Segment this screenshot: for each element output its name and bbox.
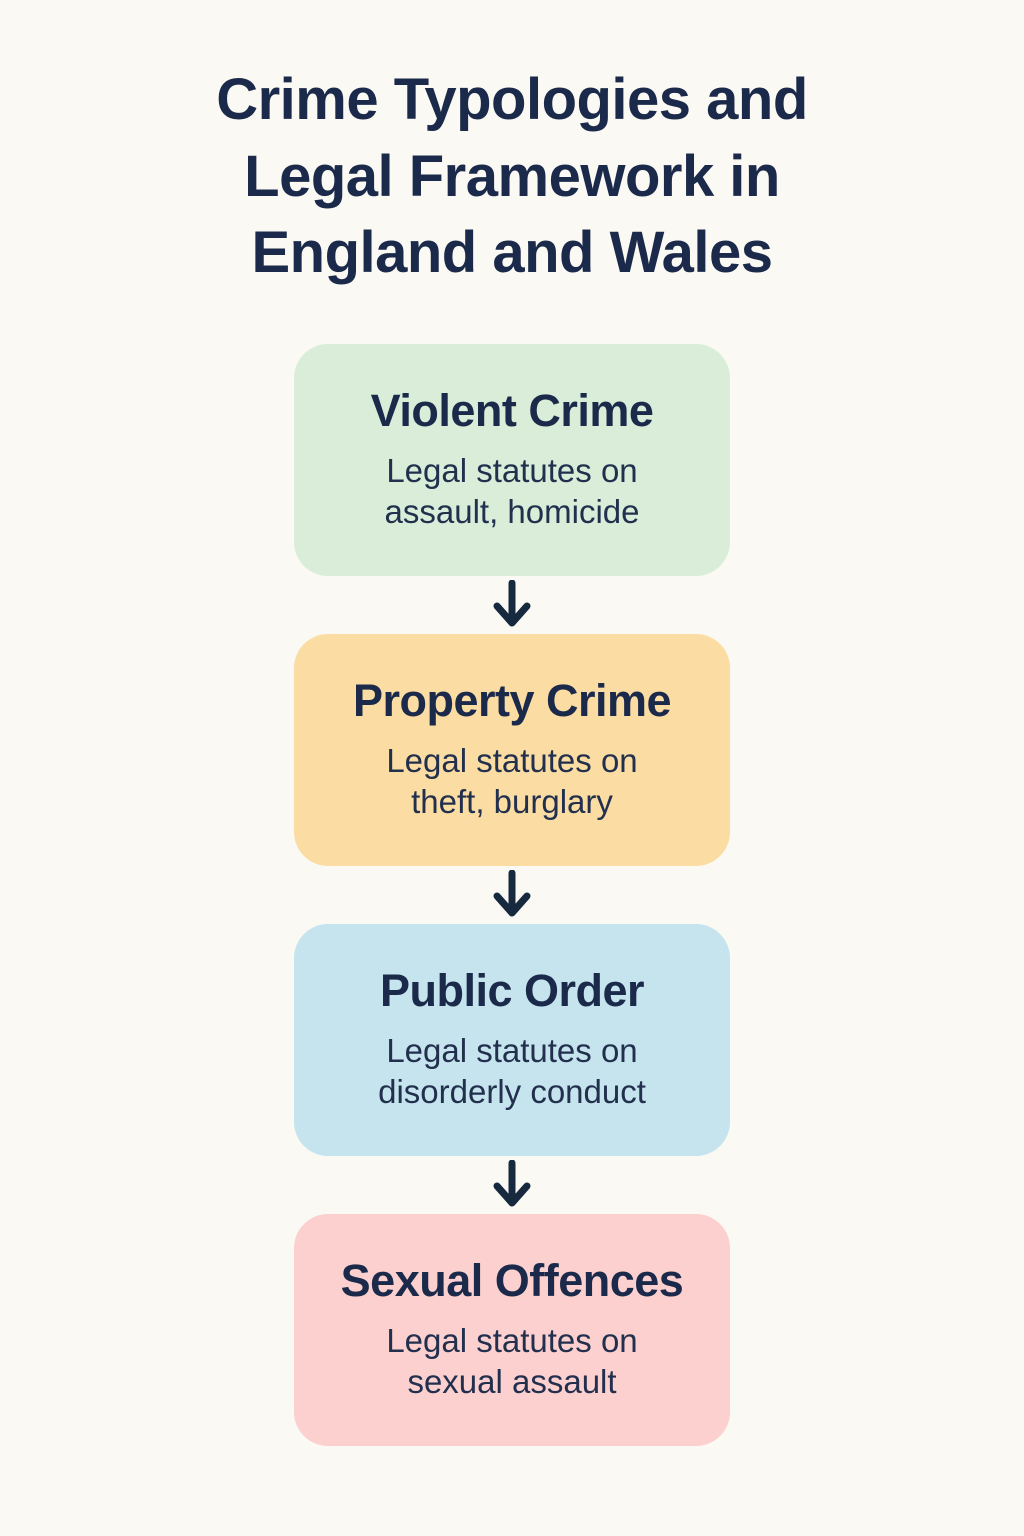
flow-box-heading: Violent Crime <box>370 385 654 437</box>
flow-box-subtitle: Legal statutes on theft, burglary <box>386 741 638 821</box>
flowchart: Violent Crime Legal statutes on assault,… <box>294 343 730 1446</box>
flow-box-violent-crime: Violent Crime Legal statutes on assault,… <box>294 343 730 576</box>
flow-box-public-order: Public Order Legal statutes on disorderl… <box>294 923 730 1156</box>
arrow-down-icon <box>488 1156 536 1214</box>
flow-box-subtitle: Legal statutes on disorderly conduct <box>378 1031 646 1111</box>
flow-box-heading: Public Order <box>379 965 645 1017</box>
flow-box-subtitle: Legal statutes on sexual assault <box>386 1321 638 1401</box>
flow-box-heading: Sexual Offences <box>340 1255 684 1307</box>
flow-box-subtitle: Legal statutes on assault, homicide <box>384 451 640 531</box>
page-title: Crime Typologies and Legal Framework in … <box>216 67 808 286</box>
arrow-down-icon <box>488 576 536 634</box>
arrow-down-icon <box>488 866 536 924</box>
flow-box-property-crime: Property Crime Legal statutes on theft, … <box>294 633 730 866</box>
flow-box-heading: Property Crime <box>352 675 672 727</box>
flow-box-sexual-offences: Sexual Offences Legal statutes on sexual… <box>294 1213 730 1446</box>
